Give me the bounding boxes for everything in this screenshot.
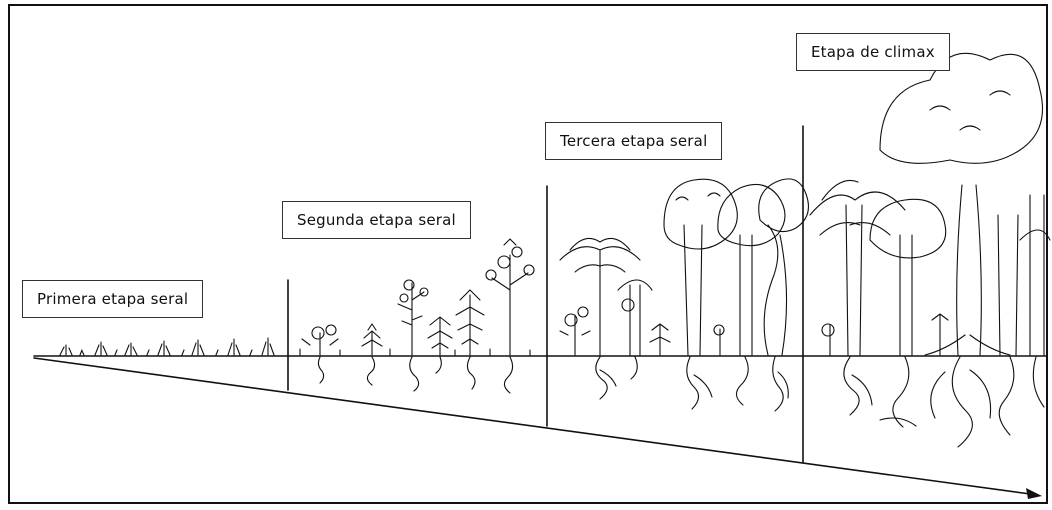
stage-label-segunda: Segunda etapa seral	[282, 201, 471, 239]
climax-forest	[809, 52, 1051, 356]
grass-cluster	[59, 337, 275, 356]
root-system	[843, 356, 1045, 448]
diagram-frame	[8, 4, 1048, 504]
root-system	[317, 356, 514, 394]
stage-label-climax: Etapa de climax	[796, 33, 950, 71]
time-axis-arrowhead	[1026, 488, 1042, 499]
shrub-cluster	[299, 238, 535, 356]
stage-label-tercera: Tercera etapa seral	[545, 122, 723, 160]
root-system	[595, 356, 789, 412]
time-axis-line	[33, 357, 1031, 495]
young-tree-cluster	[559, 178, 809, 356]
stage-label-primera: Primera etapa seral	[22, 280, 204, 318]
